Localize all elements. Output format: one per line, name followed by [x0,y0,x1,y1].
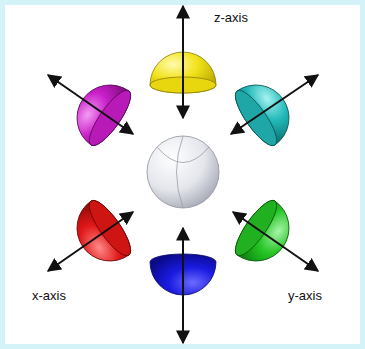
central-sphere [147,136,219,208]
axis-arrow [231,75,318,134]
axis-arrow [48,212,133,271]
axis-arrows [48,6,318,343]
axis-label: x-axis [32,288,66,304]
axis-arrow [48,75,133,134]
axis-arrow [233,212,318,271]
axis-arrow [182,228,184,343]
axis-label: y-axis [288,288,322,304]
axis-label: z-axis [214,10,248,26]
axis-arrow [182,6,184,118]
